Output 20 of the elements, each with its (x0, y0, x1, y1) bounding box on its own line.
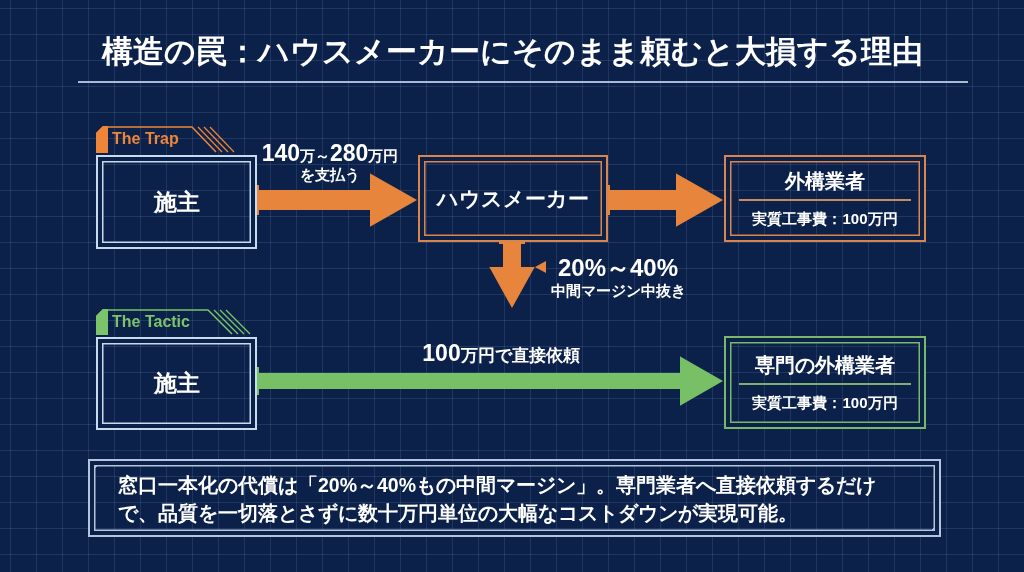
edge-label: 20%～40%中間マージン中抜き (549, 254, 687, 299)
title: 構造の罠：ハウスメーカーにそのまま頼むと大損する理由 (101, 33, 923, 71)
arrow (257, 174, 416, 226)
box-heading: 専門の外構業者 (755, 353, 895, 379)
cost-text: 実質工事費：100万円 (752, 208, 898, 229)
process-box (724, 336, 926, 429)
note-box: 窓口一本化の代償は「20%～40%もの中間マージン」。専門業者へ直接依頼するだけで、品質を一切落とさずに数十万円単位の大幅なコストダウンが実現可能。 (88, 459, 941, 537)
arrow (608, 174, 722, 226)
edge-label: 100万円で直接依頼 (421, 340, 581, 367)
edge-label: 140万～280万円を支払う (260, 140, 400, 184)
process-box (724, 155, 926, 242)
arrow (257, 357, 722, 405)
tab-label: The Trap (96, 126, 236, 153)
process-box: ハウスメーカー (418, 155, 608, 242)
process-box: 施主 (96, 155, 257, 249)
arrow (490, 242, 534, 307)
tab-label: The Tactic (96, 309, 252, 335)
cost-text: 実質工事費：100万円 (752, 392, 898, 413)
box-heading: 外構業者 (785, 169, 865, 195)
process-box: 施主 (96, 337, 257, 430)
